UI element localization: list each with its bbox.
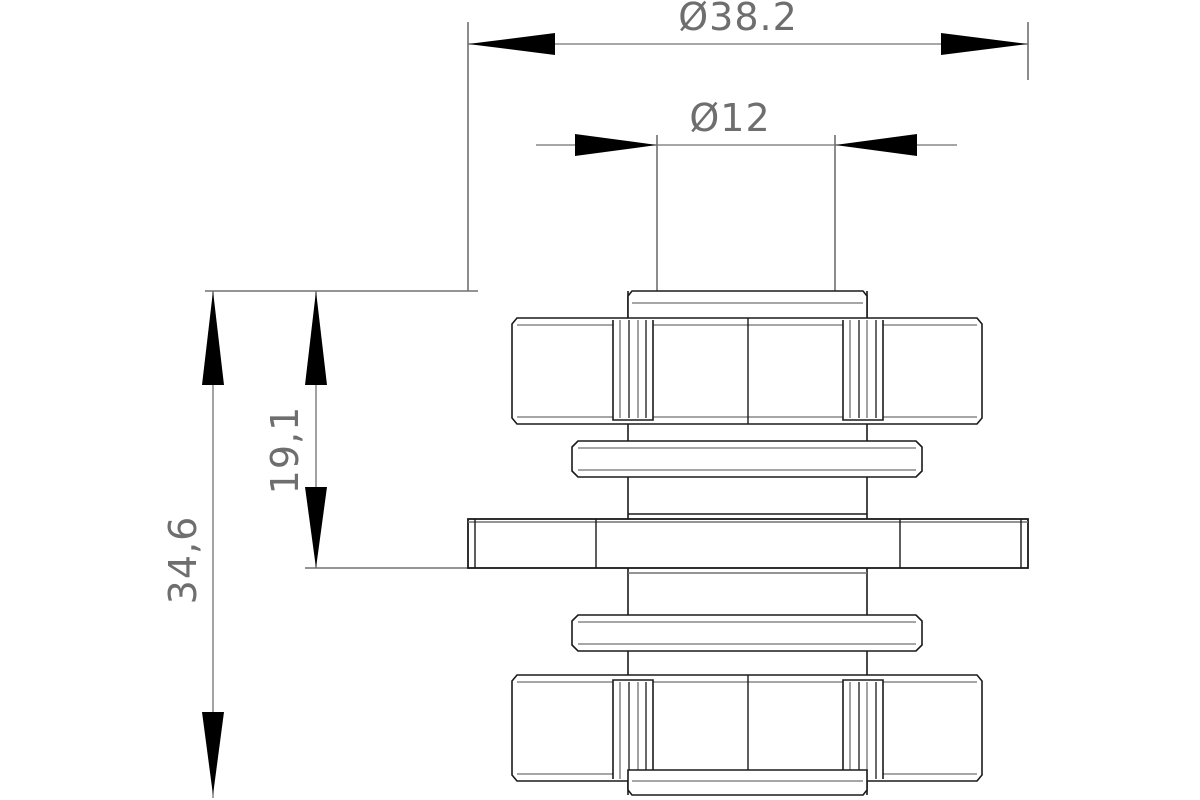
arrowhead-partial-bottom xyxy=(305,487,327,568)
upper-block-left-slot xyxy=(612,320,654,421)
upper-left-slot-outline xyxy=(612,320,654,421)
shaft-flange-intersection xyxy=(628,513,867,574)
dimension-label-outer-diameter: Ø38.2 xyxy=(678,0,798,39)
dimension-outer-diameter: Ø38.2 xyxy=(467,0,1029,291)
arrowhead-od-left xyxy=(468,33,555,55)
arrowhead-overall-bottom xyxy=(202,712,224,795)
lower-right-slot-outline xyxy=(842,679,884,779)
upper-hex-block xyxy=(511,317,983,425)
dimension-label-overall-height: 34,6 xyxy=(161,516,205,605)
dimension-label-bore-diameter: Ø12 xyxy=(689,96,770,140)
bottom-cap-boss xyxy=(627,769,868,796)
upper-washer-disc xyxy=(571,440,923,478)
lower-left-slot-outline xyxy=(612,679,654,779)
upper-block-outline xyxy=(511,317,983,425)
top-cap-boss xyxy=(627,290,868,322)
lower-block-right-slot xyxy=(842,679,884,779)
arrowhead-bore-left xyxy=(575,134,657,156)
lower-block-outline xyxy=(511,674,983,782)
part-geometry-group xyxy=(467,290,1029,796)
arrowhead-od-right xyxy=(941,33,1028,55)
arrowhead-partial-top xyxy=(305,291,327,385)
arrowhead-bore-right xyxy=(835,134,917,156)
upper-block-right-slot xyxy=(842,320,884,421)
dimension-overall-height: 34,6 xyxy=(161,290,478,798)
dimension-partial-height: 19,1 xyxy=(263,291,470,569)
lower-block-left-slot xyxy=(612,679,654,779)
bottom-cap-outline xyxy=(627,769,868,796)
lower-washer-disc xyxy=(571,614,923,652)
arrowhead-overall-top xyxy=(202,291,224,385)
dimension-label-partial-height: 19,1 xyxy=(263,406,307,495)
dimension-bore-diameter: Ø12 xyxy=(536,96,957,291)
upper-right-slot-outline xyxy=(842,320,884,421)
center-flange-plate xyxy=(467,518,1029,569)
center-flange-outline xyxy=(467,518,1029,569)
lower-hex-block xyxy=(511,674,983,782)
lower-washer-outline xyxy=(571,614,923,652)
upper-washer-outline xyxy=(571,440,923,478)
top-cap-outline xyxy=(627,290,868,322)
